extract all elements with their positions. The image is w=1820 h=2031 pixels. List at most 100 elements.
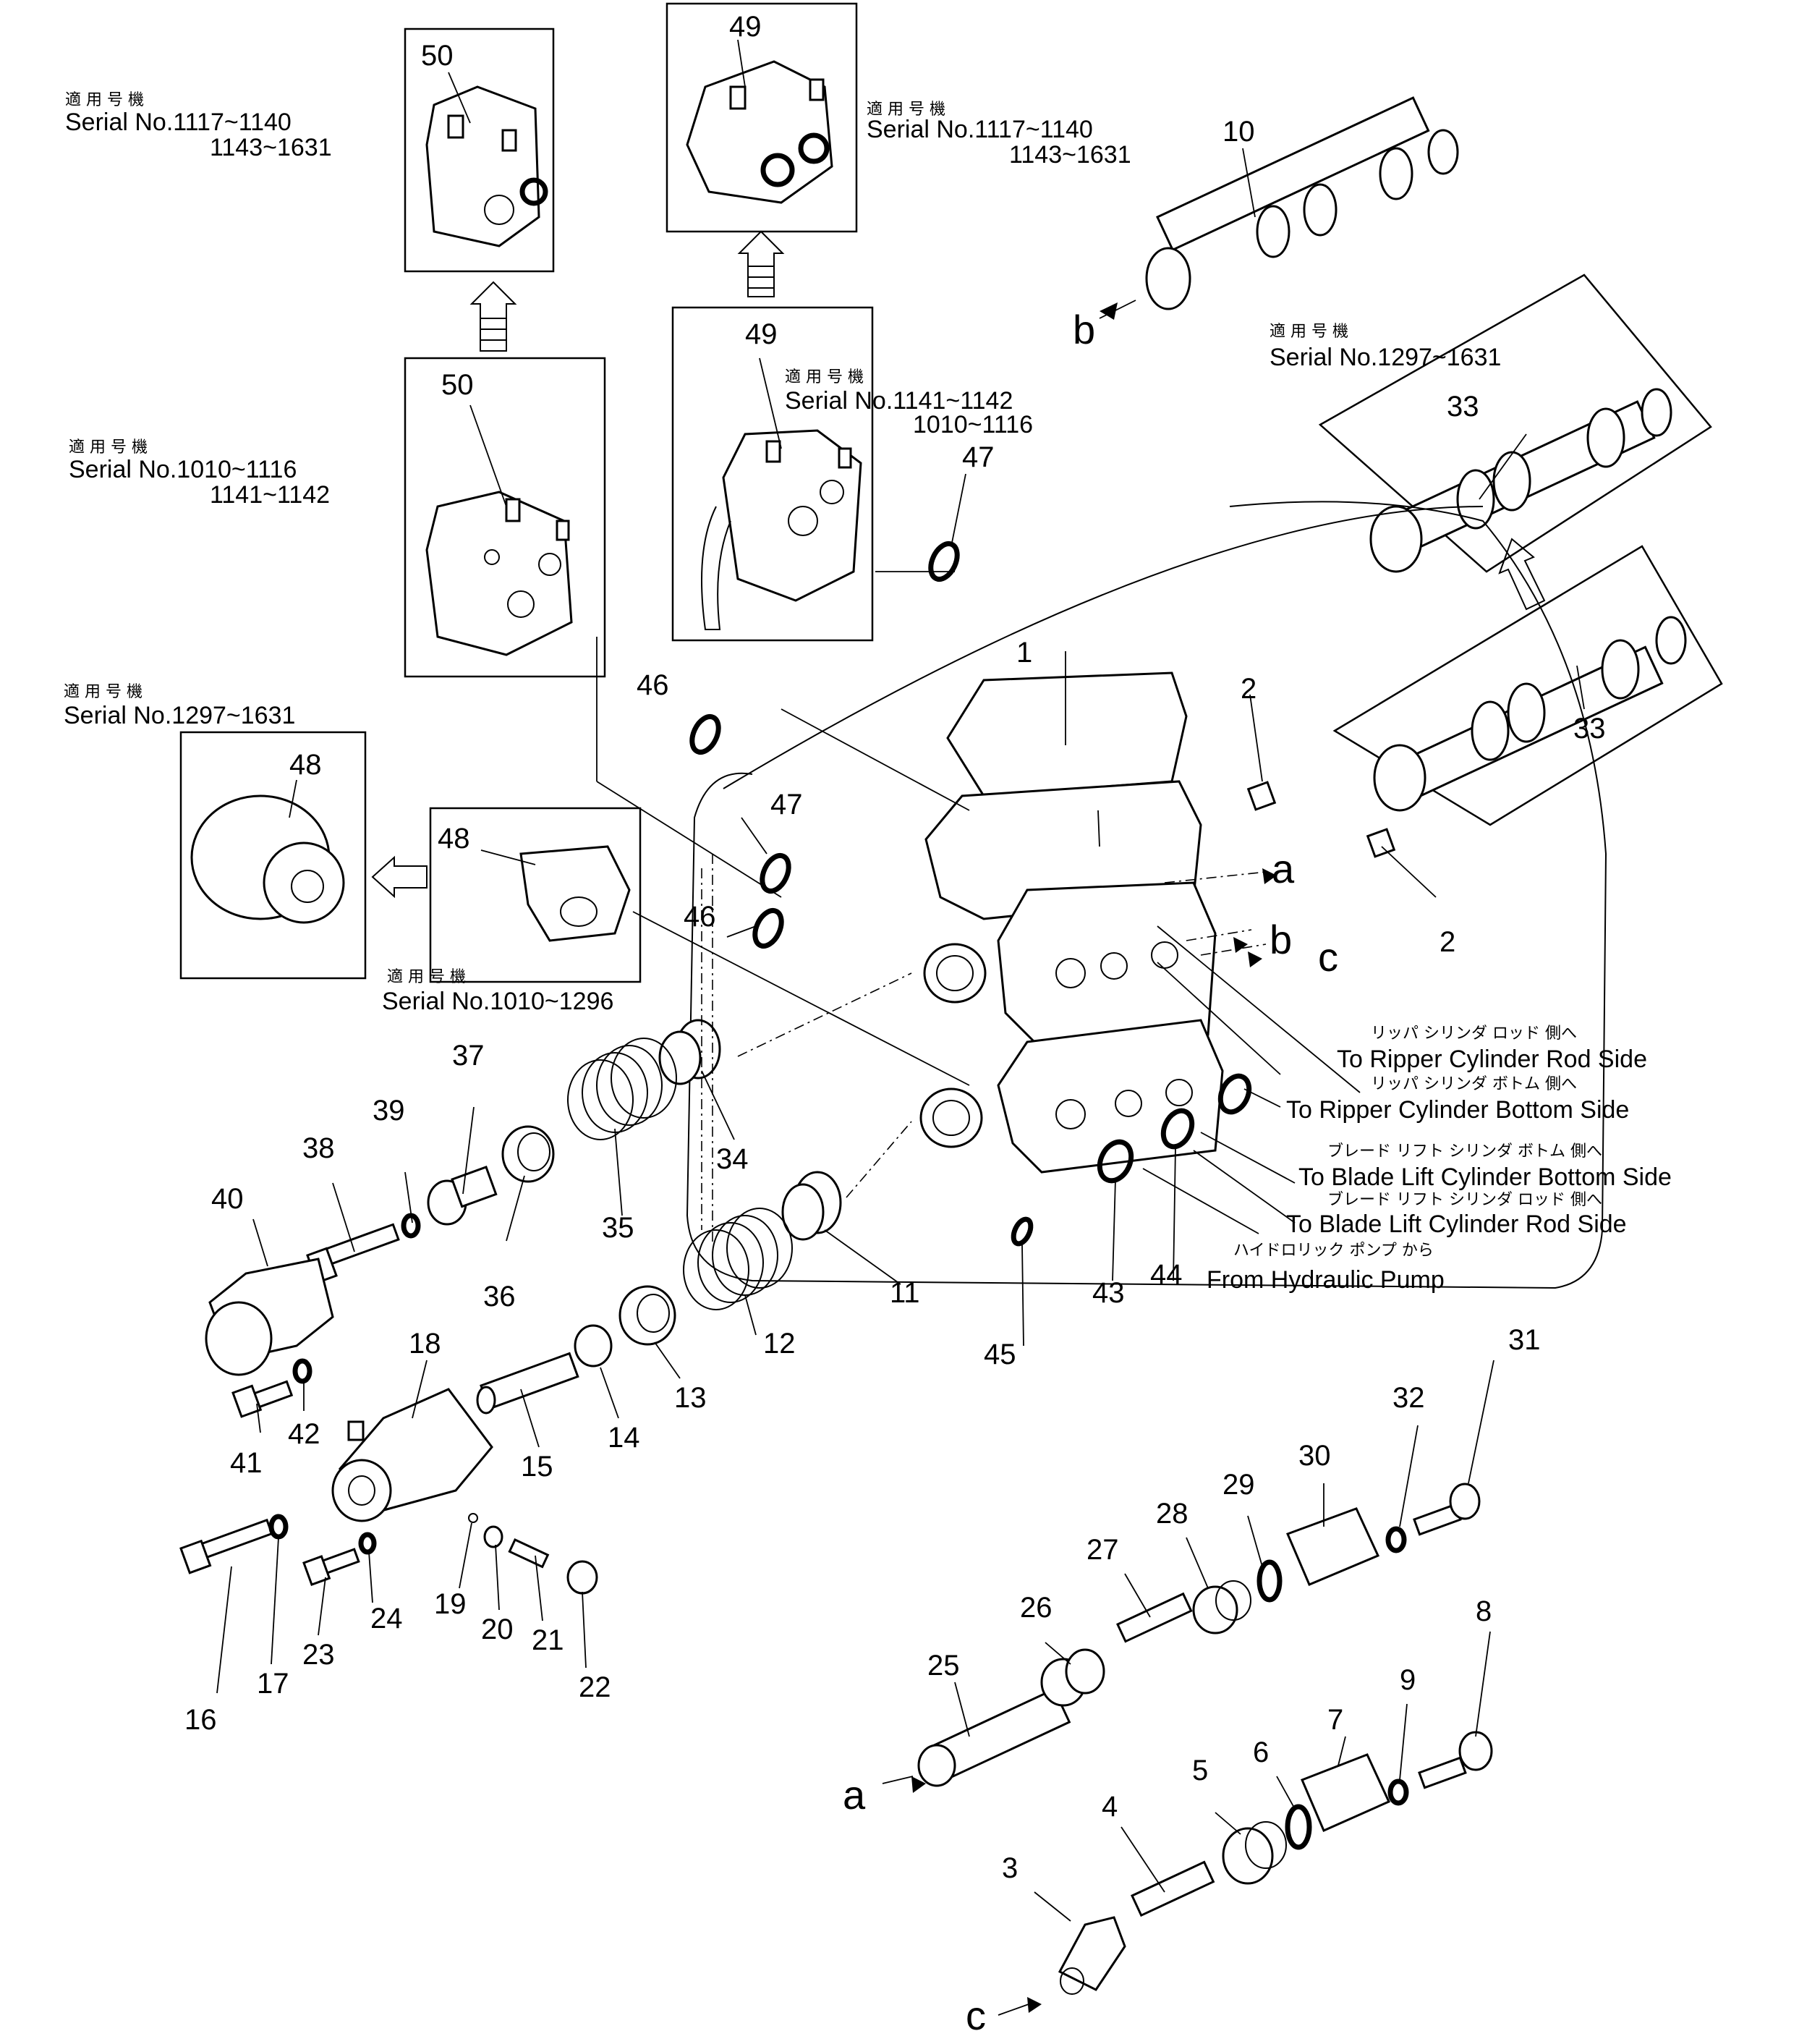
- svg-text:1010~1116: 1010~1116: [913, 411, 1033, 438]
- label-48-small: 48: [438, 823, 470, 855]
- label-26: 26: [1020, 1592, 1053, 1624]
- port-letters: b a b c a c: [843, 307, 1338, 2031]
- pump-cover-49: [701, 429, 862, 630]
- bolt-16: [179, 1518, 273, 1574]
- inset-box-50-top: [404, 27, 555, 273]
- label-8: 8: [1476, 1595, 1492, 1627]
- svg-text:Serial No.1117~1140: Serial No.1117~1140: [867, 116, 1093, 143]
- label-36: 36: [483, 1281, 516, 1313]
- port-a: a: [1272, 846, 1295, 891]
- svg-text:Serial No.1297~1631: Serial No.1297~1631: [1270, 344, 1501, 371]
- inset-box-49: [671, 306, 874, 642]
- svg-text:適 用 号 機: 適 用 号 機: [65, 91, 144, 109]
- arrow-c-head: [1248, 951, 1262, 967]
- inset-box-33-lower: [1332, 545, 1723, 826]
- svg-text:1143~1631: 1143~1631: [210, 134, 332, 161]
- leader-lines: [216, 39, 1585, 1922]
- plate-7: [1301, 1753, 1390, 1832]
- label-39: 39: [373, 1095, 405, 1127]
- up-arrow-icon: [737, 230, 785, 297]
- svg-text:リッパ シリンダ ロッド 側へ: リッパ シリンダ ロッド 側へ: [1371, 1025, 1577, 1043]
- o-ring-46-b: [752, 907, 784, 949]
- up-arrow-icon: [469, 281, 517, 352]
- plunger-25: [917, 1687, 1071, 1787]
- o-ring-47-inset: [928, 540, 960, 582]
- washer-9: [1387, 1778, 1409, 1806]
- cap-34: [658, 1019, 721, 1085]
- label-13: 13: [674, 1382, 707, 1414]
- label-10: 10: [1222, 116, 1255, 148]
- o-ring-6: [1285, 1804, 1312, 1850]
- label-35: 35: [602, 1212, 634, 1244]
- o-ring-44: [1160, 1108, 1195, 1150]
- retainer-13: [618, 1285, 676, 1346]
- label-15: 15: [521, 1451, 553, 1483]
- o-ring-45: [1011, 1216, 1034, 1247]
- spring-4: [1131, 1860, 1215, 1917]
- label-14: 14: [608, 1422, 640, 1454]
- arrow-a-head: [1262, 868, 1277, 884]
- label-3: 3: [1002, 1852, 1018, 1884]
- destination-annotations: リッパ シリンダ ロッド 側へ To Ripper Cylinder Rod S…: [1207, 1025, 1672, 1294]
- ball-19: [468, 1513, 478, 1523]
- label-11: 11: [890, 1277, 920, 1309]
- label-44: 44: [1150, 1259, 1183, 1291]
- port-b: b: [1270, 917, 1292, 962]
- svg-text:1141~1142: 1141~1142: [210, 481, 330, 509]
- svg-text:Serial No.1297~1631: Serial No.1297~1631: [64, 702, 295, 729]
- label-28: 28: [1156, 1498, 1188, 1530]
- part-number-labels: 50 49 10 50 49 47 33 33 1 2 2 46 47 46 4…: [184, 11, 1606, 1884]
- label-40: 40: [211, 1183, 244, 1215]
- bolt-41: [231, 1380, 294, 1418]
- label-47: 47: [770, 789, 803, 821]
- spring-35: [567, 1038, 677, 1140]
- washer-32: [1385, 1526, 1407, 1553]
- label-25: 25: [927, 1650, 960, 1682]
- svg-text:To Blade Lift Cylinder Bottom: To Blade Lift Cylinder Bottom Side: [1298, 1163, 1672, 1191]
- strainer-48-small: [519, 845, 631, 942]
- o-ring-47: [760, 852, 791, 894]
- svg-text:適 用 号 機: 適 用 号 機: [69, 438, 148, 457]
- label-45: 45: [984, 1339, 1016, 1370]
- washer-24: [358, 1532, 377, 1555]
- piston-28: [1192, 1580, 1251, 1634]
- port-c-bottom: c: [966, 1993, 986, 2031]
- label-21: 21: [532, 1624, 564, 1656]
- label-16: 16: [184, 1704, 217, 1736]
- label-43: 43: [1092, 1277, 1125, 1309]
- label-30: 30: [1298, 1440, 1331, 1472]
- inset-box-50: [404, 357, 606, 678]
- label-22: 22: [579, 1671, 611, 1703]
- up-arrow-icon: [1498, 538, 1546, 611]
- svg-text:リッパ シリンダ ボトム 側へ: リッパ シリンダ ボトム 側へ: [1371, 1075, 1577, 1093]
- svg-text:ブレード リフト シリンダ ロッド 側へ: ブレード リフト シリンダ ロッド 側へ: [1327, 1191, 1602, 1209]
- label-49: 49: [745, 318, 778, 350]
- svg-text:To Ripper Cylinder Bottom Side: To Ripper Cylinder Bottom Side: [1286, 1096, 1629, 1124]
- o-ring-43: [1097, 1139, 1134, 1184]
- svg-text:適 用 号 機: 適 用 号 機: [1270, 323, 1348, 341]
- label-50: 50: [441, 369, 474, 401]
- spool-33-lower: [1373, 616, 1687, 812]
- svg-text:適 用 号 機: 適 用 号 機: [785, 368, 864, 386]
- label-7: 7: [1327, 1704, 1343, 1736]
- label-2-b: 2: [1440, 926, 1455, 958]
- label-33-lower: 33: [1573, 713, 1606, 745]
- svg-text:適 用 号 機: 適 用 号 機: [867, 101, 945, 119]
- plunger-3: [1058, 1916, 1126, 1995]
- tank-top-edge: [723, 506, 1484, 789]
- svg-text:ブレード リフト シリンダ ボトム 側へ: ブレード リフト シリンダ ボトム 側へ: [1327, 1142, 1602, 1161]
- label-31: 31: [1508, 1324, 1541, 1356]
- svg-text:Serial No.1010~1296: Serial No.1010~1296: [382, 988, 613, 1015]
- bolt-38: [306, 1223, 400, 1284]
- bolt-31: [1413, 1483, 1481, 1536]
- svg-text:To Blade Lift Cylinder Rod Sid: To Blade Lift Cylinder Rod Side: [1286, 1210, 1627, 1238]
- o-ring-46-a: [689, 713, 721, 755]
- plate-30: [1285, 1507, 1380, 1586]
- retainer-36: [501, 1125, 555, 1183]
- svg-text:Serial No.1010~1116: Serial No.1010~1116: [69, 456, 297, 483]
- inset-box-48-large: [179, 731, 367, 980]
- svg-text:Serial No.1141~1142: Serial No.1141~1142: [785, 387, 1013, 415]
- strainer-48-large: [190, 794, 345, 924]
- spool-10: [1145, 96, 1459, 310]
